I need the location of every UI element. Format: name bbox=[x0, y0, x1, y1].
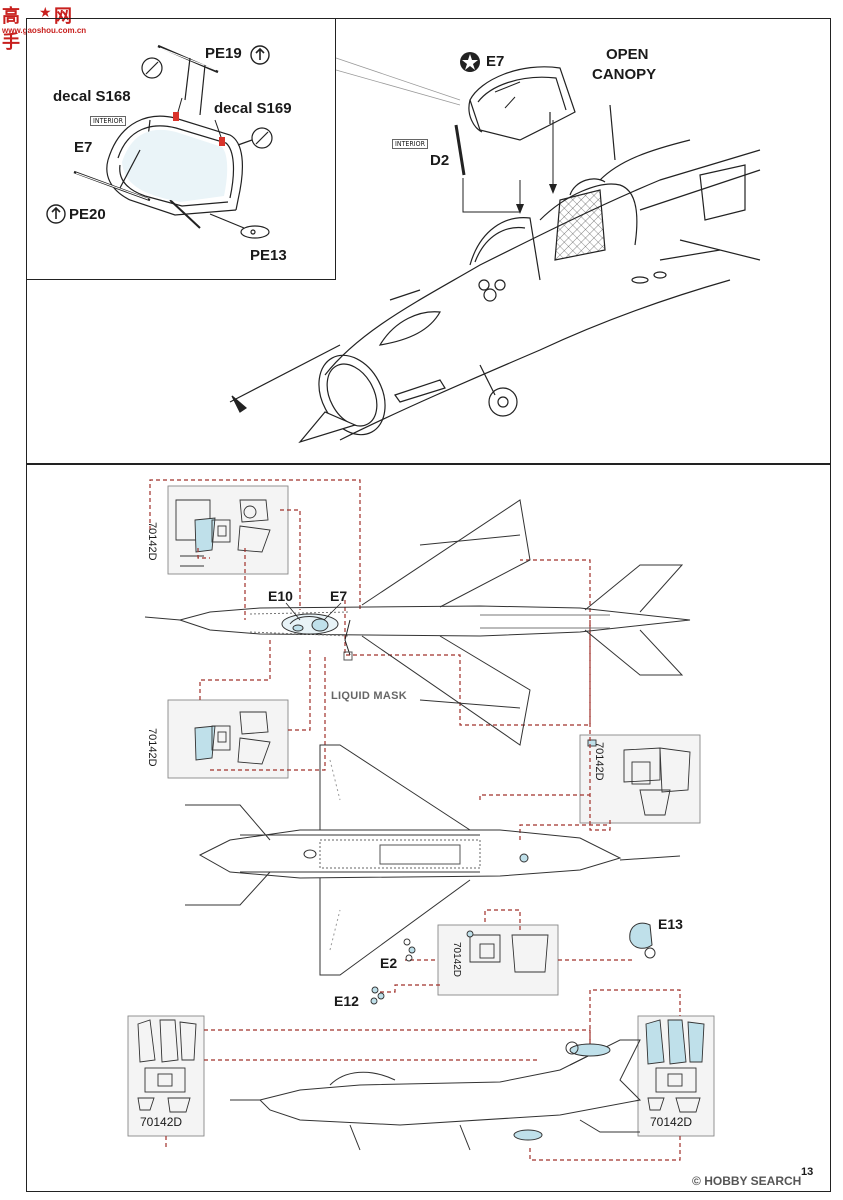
label-decal-s169: decal S169 bbox=[214, 100, 292, 117]
page-number: 13 bbox=[801, 1166, 814, 1178]
e12-part bbox=[370, 986, 385, 1005]
e13-part bbox=[629, 922, 656, 959]
decal-s169-marker bbox=[219, 137, 225, 146]
mask-code-1: 70142D bbox=[146, 522, 158, 561]
decal-s168-marker bbox=[173, 112, 179, 121]
pe19-bend-icon bbox=[250, 45, 270, 65]
mask-code-3: 70142D bbox=[593, 742, 605, 781]
mask-code-6: 70142D bbox=[650, 1115, 693, 1129]
inset-canopy-drawing bbox=[73, 44, 273, 239]
top-view-aircraft bbox=[144, 499, 691, 746]
label-e7-main: E7 bbox=[486, 53, 505, 70]
d2-part bbox=[454, 124, 466, 176]
mask-code-5: 70142D bbox=[140, 1115, 183, 1129]
watermark-brand-2: 网 bbox=[54, 6, 72, 26]
watermark-brand: 高手 bbox=[2, 6, 20, 52]
decal-s168-leader bbox=[177, 97, 183, 113]
mask-code-4: 70142D bbox=[451, 942, 462, 978]
label-d2: D2 bbox=[430, 152, 450, 169]
label-interior-main: INTERIOR bbox=[392, 139, 428, 149]
label-pe13: PE13 bbox=[250, 247, 287, 264]
label-e7-bottom: E7 bbox=[330, 588, 348, 604]
label-e2: E2 bbox=[380, 955, 398, 971]
label-e13: E13 bbox=[658, 916, 683, 932]
mask-code-2: 70142D bbox=[146, 728, 158, 767]
watermark-brand-star-icon: ★ bbox=[39, 4, 52, 20]
label-pe19: PE19 bbox=[205, 45, 242, 62]
label-open-canopy-2: CANOPY bbox=[592, 66, 657, 83]
mask-sheet-4 bbox=[437, 924, 559, 996]
watermark-text: HOBBY SEARCH bbox=[704, 1174, 802, 1188]
mask-sheet-1 bbox=[167, 485, 289, 575]
label-open-canopy-1: OPEN bbox=[606, 46, 649, 63]
watermark-url: www.gaoshou.com.cn bbox=[2, 26, 87, 35]
watermark-copyright: © bbox=[692, 1174, 701, 1188]
label-e7-inset: E7 bbox=[74, 139, 93, 156]
label-e10: E10 bbox=[268, 588, 293, 604]
label-pe20: PE20 bbox=[69, 206, 106, 223]
label-decal-s168: decal S168 bbox=[53, 88, 131, 105]
top-aircraft-drawing bbox=[229, 104, 761, 444]
label-liquid-mask: LIQUID MASK bbox=[331, 690, 408, 702]
label-e12: E12 bbox=[334, 993, 359, 1009]
decal-s169-leader bbox=[214, 119, 222, 138]
watermark-bottom: © HOBBY SEARCH bbox=[692, 1174, 801, 1188]
dashed-connectors bbox=[149, 479, 681, 1161]
bottom-frame bbox=[26, 464, 831, 1192]
label-interior-inset: INTERIOR bbox=[90, 116, 126, 126]
mask-sheet-5 bbox=[127, 1015, 205, 1137]
pe20-bend-icon bbox=[46, 204, 66, 224]
bottom-view-aircraft bbox=[185, 744, 681, 976]
side-view-aircraft bbox=[230, 1039, 642, 1151]
mask-sheet-2 bbox=[167, 699, 289, 779]
canopy-inset-frame bbox=[26, 18, 336, 280]
mask-sheet-6 bbox=[637, 1015, 715, 1137]
e2-part bbox=[403, 938, 416, 962]
mask-sheet-3 bbox=[579, 734, 701, 824]
open-canopy-part bbox=[468, 66, 576, 141]
